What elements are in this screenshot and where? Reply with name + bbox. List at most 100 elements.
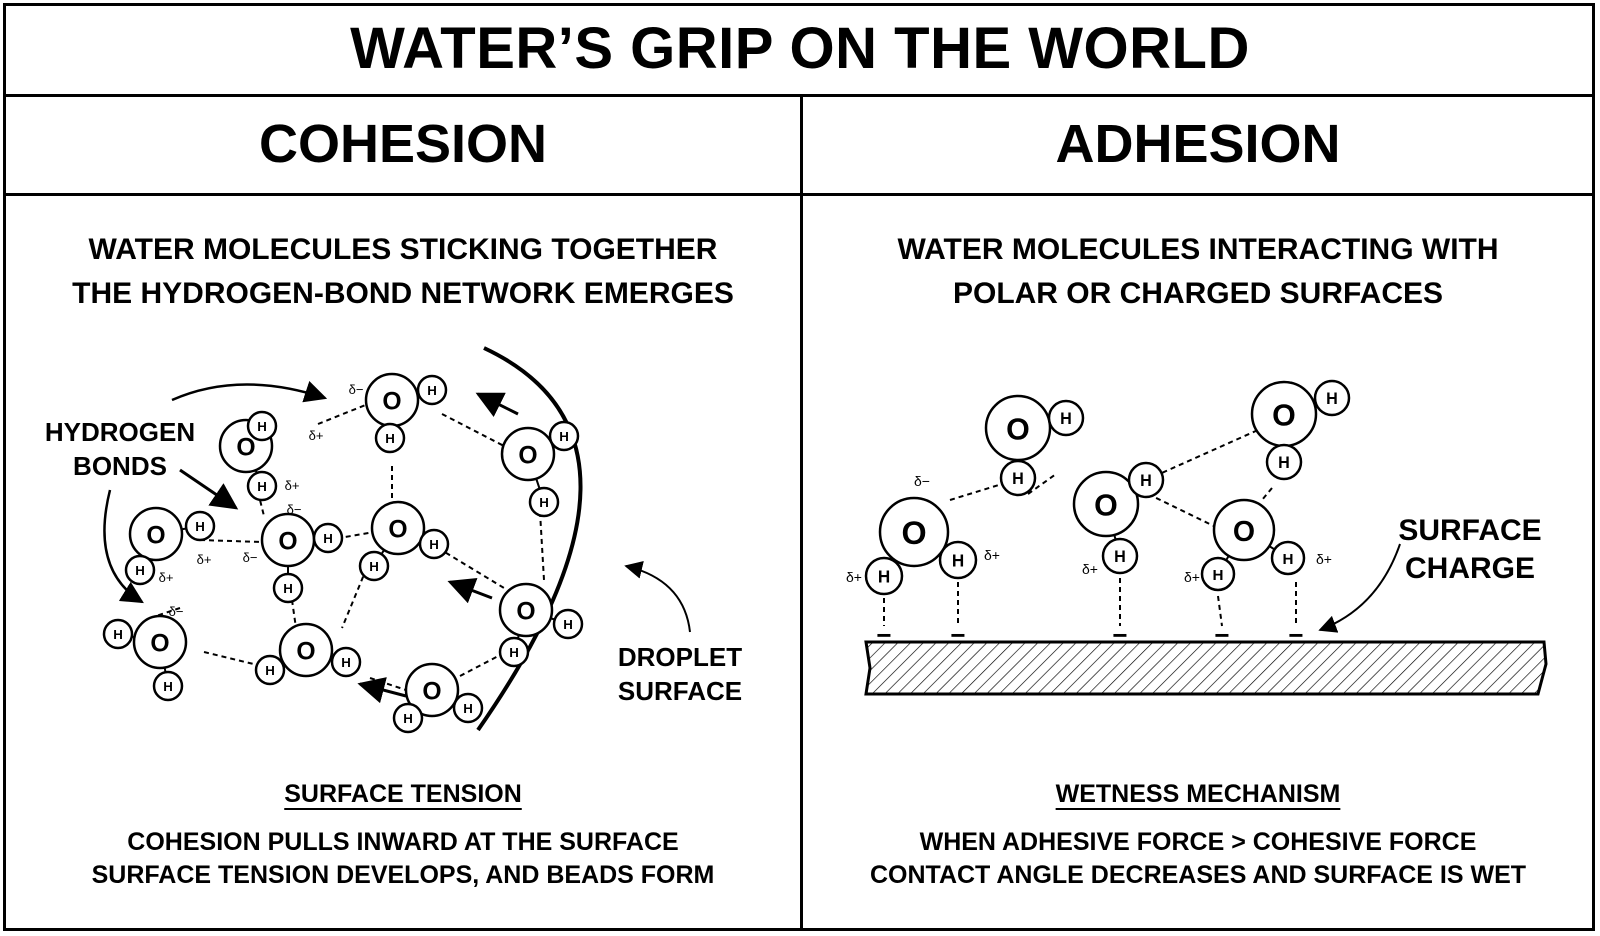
cohesion-subtitle-line2: THE HYDROGEN-BOND NETWORK EMERGES — [72, 277, 734, 310]
hydrogen-atom: H — [452, 692, 484, 724]
charged-surface-slab — [864, 640, 1548, 696]
bond-arrow-top — [171, 380, 328, 403]
hydrogen-bond-line — [949, 483, 1003, 501]
heading-divider — [3, 193, 1595, 196]
hydrogen-bond-line — [1027, 473, 1057, 495]
hydrogen-bond-line — [199, 539, 263, 543]
negative-charge-mark: − — [876, 620, 891, 650]
partial-charge-label: δ− — [287, 502, 302, 517]
adhesion-subtitle-line2: POLAR OR CHARGED SURFACES — [952, 277, 1444, 310]
inward-arrow-2 — [447, 578, 493, 604]
droplet-surface-arc — [476, 346, 583, 732]
partial-charge-label: δ+ — [984, 547, 1000, 563]
hydrogen-atom: H — [1270, 540, 1306, 576]
svg-text:O: O — [1006, 413, 1030, 447]
inward-arrow-1 — [475, 392, 519, 417]
oxygen-atom: O — [1072, 470, 1140, 538]
surface-charge-marks: −−−−− — [876, 620, 1303, 650]
svg-text:O: O — [150, 630, 169, 657]
hydrogen-atom: H — [102, 618, 134, 650]
adhesion-subtitle-line1: WATER MOLECULES INTERACTING WITH — [897, 233, 1499, 266]
oxygen-atom: O — [1250, 380, 1318, 448]
hydrogen-atom: H — [246, 410, 278, 442]
partial-charge-label: δ+ — [309, 428, 324, 443]
negative-charge-mark: − — [1214, 620, 1229, 650]
hydrogen-atom: H — [1127, 461, 1165, 499]
svg-text:H: H — [1326, 390, 1338, 408]
surface-charge-label-line1: SURFACE — [1398, 514, 1542, 547]
svg-text:O: O — [146, 522, 165, 549]
hydrogen-atom: H — [312, 522, 344, 554]
svg-text:H: H — [265, 663, 275, 678]
hydrogen-bond-line — [317, 403, 369, 425]
hydrogen-bond-line — [441, 413, 505, 447]
svg-text:H: H — [1283, 551, 1294, 568]
hydrogen-atom: H — [999, 459, 1037, 497]
oxygen-atom: O — [364, 372, 420, 428]
partial-charge-label: δ+ — [285, 478, 300, 493]
oxygen-atom: O — [128, 506, 184, 562]
svg-text:O: O — [516, 598, 535, 625]
svg-text:H: H — [1012, 470, 1024, 488]
oxygen-atom: O — [984, 394, 1052, 462]
svg-text:H: H — [427, 383, 437, 398]
adhesion-desc-line2: CONTACT ANGLE DECREASES AND SURFACE IS W… — [869, 861, 1527, 889]
svg-text:H: H — [323, 531, 333, 546]
negative-charge-mark: − — [950, 620, 965, 650]
hydrogen-atom: H — [498, 636, 530, 668]
surface-tension-heading: SURFACE TENSION — [284, 780, 522, 808]
svg-text:H: H — [195, 519, 205, 534]
partial-charge-label: δ− — [243, 550, 258, 565]
svg-text:O: O — [901, 515, 926, 551]
hydrogen-atom: H — [1313, 379, 1351, 417]
hydrogen-atom: H — [184, 510, 216, 542]
svg-text:H: H — [878, 567, 890, 586]
droplet-surface-label-line2: SURFACE — [617, 676, 743, 706]
oxygen-atom: O — [498, 582, 554, 638]
hydrogen-atom: H — [864, 556, 904, 596]
water-molecule: OHH — [1072, 461, 1165, 575]
panel-divider — [800, 94, 803, 931]
wetness-mechanism-heading: WETNESS MECHANISM — [1055, 780, 1341, 808]
svg-text:O: O — [422, 678, 441, 705]
hydrogen-bond-line — [291, 599, 297, 629]
oxygen-atom: O — [500, 426, 556, 482]
cohesion-subtitle-line1: WATER MOLECULES STICKING TOGETHER — [88, 233, 718, 266]
hydrogen-atom: H — [1101, 537, 1139, 575]
hydrogen-bond-line — [327, 531, 375, 541]
hydrogen-bonds-label-line2: BONDS — [73, 451, 167, 481]
svg-text:H: H — [539, 495, 549, 510]
oxygen-atom: O — [260, 512, 316, 568]
svg-text:O: O — [382, 388, 401, 415]
svg-text:O: O — [1094, 489, 1118, 523]
partial-charge-labels: δ−δ+δ+δ−δ−δ+δ+δ−δ−δ+δ+δ+δ+δ+ — [159, 382, 1332, 619]
svg-text:H: H — [463, 701, 473, 716]
svg-text:H: H — [369, 559, 379, 574]
svg-text:O: O — [296, 638, 315, 665]
oxygen-atom: O — [132, 614, 188, 670]
partial-charge-label: δ+ — [197, 552, 212, 567]
water-molecule: OHH — [254, 622, 362, 686]
hydrogen-bond-line — [539, 511, 545, 581]
cohesion-desc-line2: SURFACE TENSION DEVELOPS, AND BEADS FORM — [91, 861, 715, 889]
hydrogen-atom: H — [124, 554, 156, 586]
oxygen-atom: O — [878, 496, 950, 568]
bond-arrow-middle — [179, 468, 239, 510]
svg-text:H: H — [257, 479, 267, 494]
hydrogen-bond-line — [459, 651, 507, 677]
svg-text:H: H — [952, 551, 964, 570]
oxygen-atom: O — [370, 500, 426, 556]
hydrogen-atom: H — [358, 550, 390, 582]
svg-text:H: H — [1140, 472, 1152, 490]
svg-text:H: H — [163, 679, 173, 694]
surface-charge-arrow — [1318, 543, 1401, 633]
cohesion-heading: COHESION — [258, 114, 548, 174]
inward-arrow-3 — [357, 677, 407, 704]
hydrogen-bond-line — [437, 547, 505, 589]
hydrogen-atom: H — [152, 670, 184, 702]
